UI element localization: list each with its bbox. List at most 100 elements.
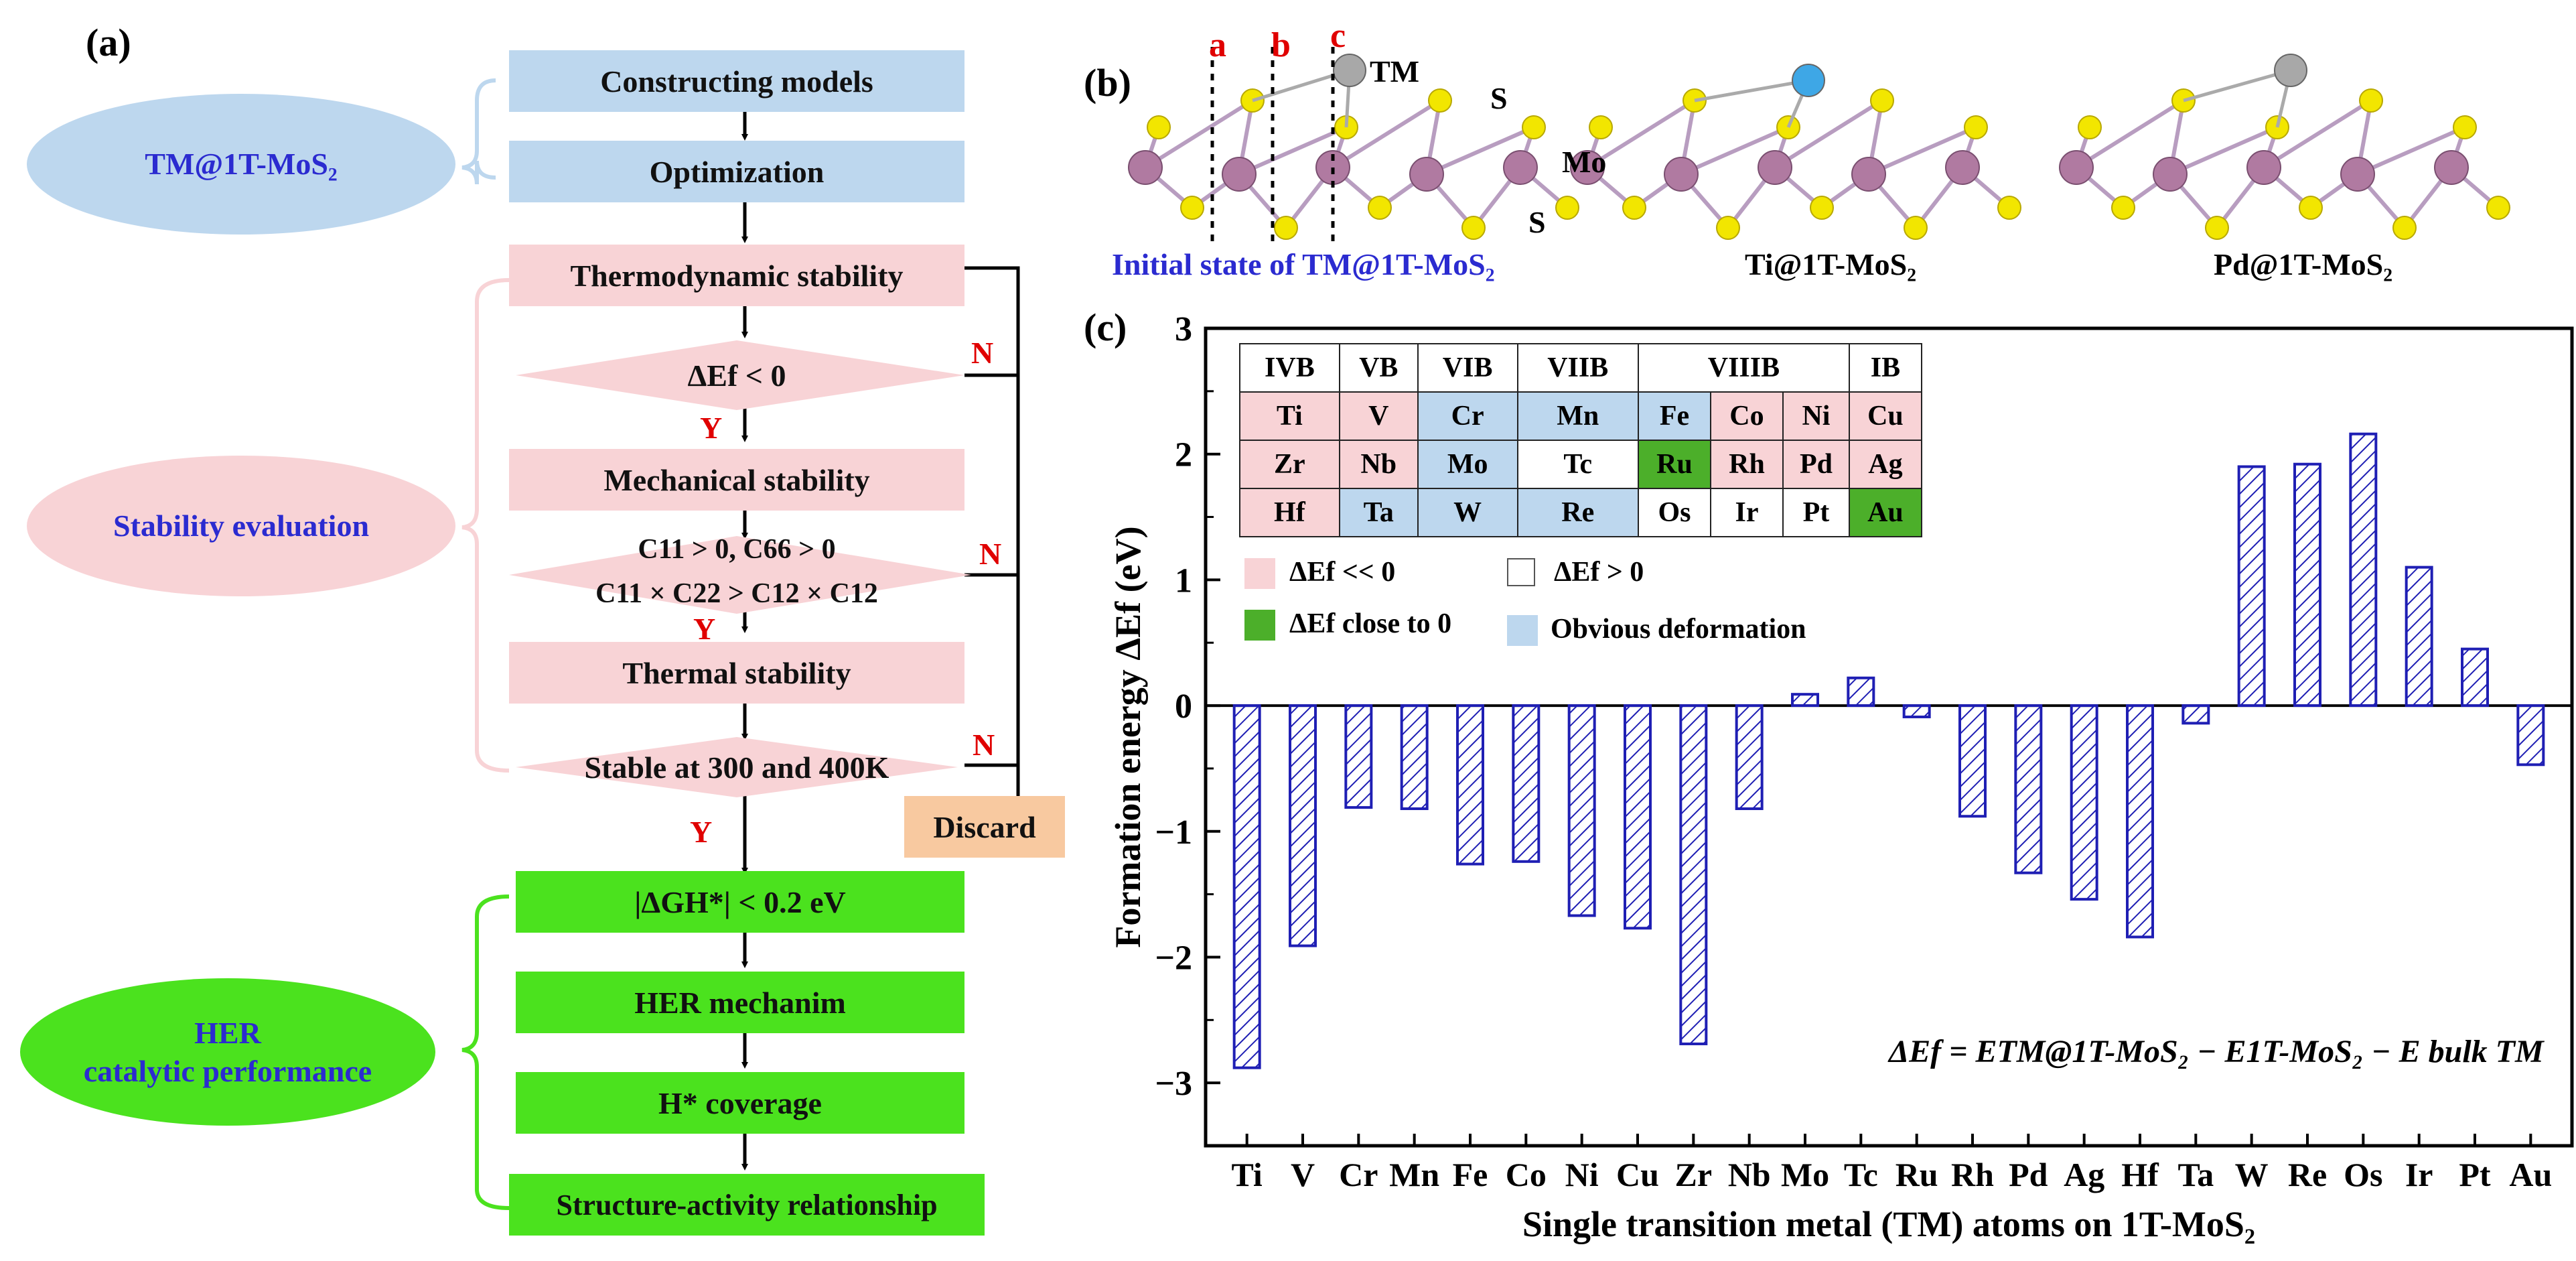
adatom — [2274, 54, 2307, 87]
table-row: Hf Ta W Re Os Ir Pt Au — [1239, 488, 1923, 537]
bar-ru — [1902, 704, 1931, 718]
legend-label-white: ΔEf > 0 — [1554, 557, 1644, 588]
molybdenum-atom — [2246, 150, 2281, 185]
sulfur-atom — [2205, 216, 2229, 240]
thermodynamic-stability-box: Thermodynamic stability — [509, 245, 964, 306]
x-tick-label: Hf — [2121, 1156, 2159, 1193]
sulfur-atom — [1589, 115, 1613, 139]
bar-ni — [1567, 704, 1596, 917]
bar-fe — [1456, 704, 1484, 866]
ellipse-models: TM@1T-MoS₂ — [27, 94, 455, 235]
x-tick-label: Au — [2509, 1156, 2552, 1193]
yes-label-2: Y — [693, 612, 716, 646]
x-tick-label: Cr — [1339, 1156, 1378, 1193]
table-row: Zr Nb Mo Tc Ru Rh Pd Ag — [1239, 440, 1923, 489]
flowchart-connectors — [461, 78, 1021, 1210]
y-tick-label: −3 — [1155, 1065, 1192, 1103]
x-tick-label: Tc — [1844, 1156, 1878, 1193]
x-tick-label: V — [1291, 1156, 1315, 1193]
plot-frame — [1204, 326, 2574, 1148]
header-vib: VIB — [1417, 343, 1518, 393]
table-cell: Cu — [1848, 391, 1923, 441]
x-tick-label: Pt — [2459, 1156, 2491, 1193]
table-cell: Co — [1709, 391, 1784, 441]
table-cell: Pd — [1782, 440, 1850, 489]
table-cell: Hf — [1239, 488, 1340, 537]
site-label-c: c — [1330, 17, 1346, 55]
yes-label-1: Y — [700, 411, 723, 445]
table-cell: V — [1338, 391, 1419, 441]
bar-ag — [2070, 704, 2098, 901]
adatom — [1333, 54, 1366, 87]
sulfur-atom — [2078, 115, 2102, 139]
sulfur-atom — [1461, 216, 1486, 240]
x-tick-label: Ir — [2405, 1156, 2433, 1193]
no-label-3: N — [973, 728, 995, 762]
molybdenum-atom — [1851, 157, 1886, 192]
bar-re — [2293, 462, 2321, 708]
molybdenum-atom — [2340, 157, 2375, 192]
x-tick-label: Pd — [2009, 1156, 2048, 1193]
caption-initial-state: Initial state of TM@1T-MoS₂ — [1112, 247, 1495, 281]
y-tick-label: 1 — [1175, 561, 1192, 600]
sulfur-atom — [1716, 216, 1740, 240]
sulfur-atom — [1368, 196, 1392, 220]
x-tick-label: W — [2235, 1156, 2269, 1193]
molybdenum-atom — [1503, 150, 1538, 185]
table-cell: Ni — [1782, 391, 1850, 441]
structures-figure — [1128, 47, 2510, 248]
delta-ef-condition: ΔEf < 0 — [687, 358, 786, 393]
thermal-stability-box: Thermal stability — [509, 642, 964, 704]
bar-pt — [2461, 647, 2489, 708]
bar-zr — [1679, 704, 1708, 1045]
table-cell: Ir — [1709, 488, 1784, 537]
bar-os — [2349, 432, 2378, 708]
molybdenum-atom — [1128, 150, 1163, 185]
x-tick-label: Co — [1506, 1156, 1547, 1193]
table-cell: Ta — [1338, 488, 1419, 537]
molybdenum-atom — [1664, 157, 1699, 192]
x-tick-label: Mn — [1389, 1156, 1439, 1193]
table-cell: Rh — [1709, 440, 1784, 489]
table-cell: Ti — [1239, 391, 1340, 441]
panel-b-label: (b) — [1084, 61, 1131, 105]
molybdenum-atom — [1409, 157, 1444, 192]
bar-tc — [1847, 676, 1875, 708]
sulfur-atom — [1147, 115, 1171, 139]
bar-ir — [2405, 566, 2433, 708]
table-cell: Au — [1848, 488, 1923, 537]
x-tick-label: Ti — [1231, 1156, 1262, 1193]
legend-label-pink: ΔEf << 0 — [1289, 557, 1396, 588]
x-tick-label: Ru — [1895, 1156, 1938, 1193]
sulfur-atom — [2111, 196, 2135, 220]
x-axis-label: Single transition metal (TM) atoms on 1T… — [1522, 1204, 2255, 1244]
y-tick-label: 0 — [1175, 687, 1192, 726]
sulfur-atom — [1964, 115, 1988, 139]
panel-c-label: (c) — [1084, 306, 1127, 349]
table-cell: Mn — [1516, 391, 1639, 441]
molybdenum-atom — [2059, 150, 2094, 185]
table-cell: Tc — [1516, 440, 1639, 489]
table-row: Ti V Cr Mn Fe Co Ni Cu — [1239, 391, 1923, 441]
x-tick-label: Rh — [1951, 1156, 1994, 1193]
header-vb: VB — [1338, 343, 1419, 393]
dgh-criterion-box: |ΔGH*| < 0.2 eV — [516, 871, 964, 933]
sulfur-atom — [2453, 115, 2477, 139]
ellipse-stability: Stability evaluation — [27, 456, 455, 596]
elastic-condition-1: C11 > 0, C66 > 0 — [638, 534, 836, 565]
site-label-b: b — [1271, 26, 1291, 64]
discard-box: Discard — [904, 796, 1065, 858]
h-coverage-box: H* coverage — [516, 1072, 964, 1134]
bar-au — [2516, 704, 2545, 767]
sulfur-atom — [1870, 88, 1894, 113]
atom-label-tm: TM — [1370, 54, 1420, 88]
bar-hf — [2126, 704, 2154, 939]
table-header-row: IVB VB VIB VIIB VIIIB IB — [1239, 343, 1923, 393]
bar-cr — [1344, 704, 1373, 809]
bar-w — [2237, 465, 2266, 708]
y-tick-label: −2 — [1155, 939, 1192, 977]
periodic-table-inset: IVB VB VIB VIIB VIIIB IB Ti V Cr Mn Fe C… — [1239, 343, 1923, 537]
x-tick-label: Fe — [1453, 1156, 1488, 1193]
header-viib: VIIB — [1516, 343, 1639, 393]
